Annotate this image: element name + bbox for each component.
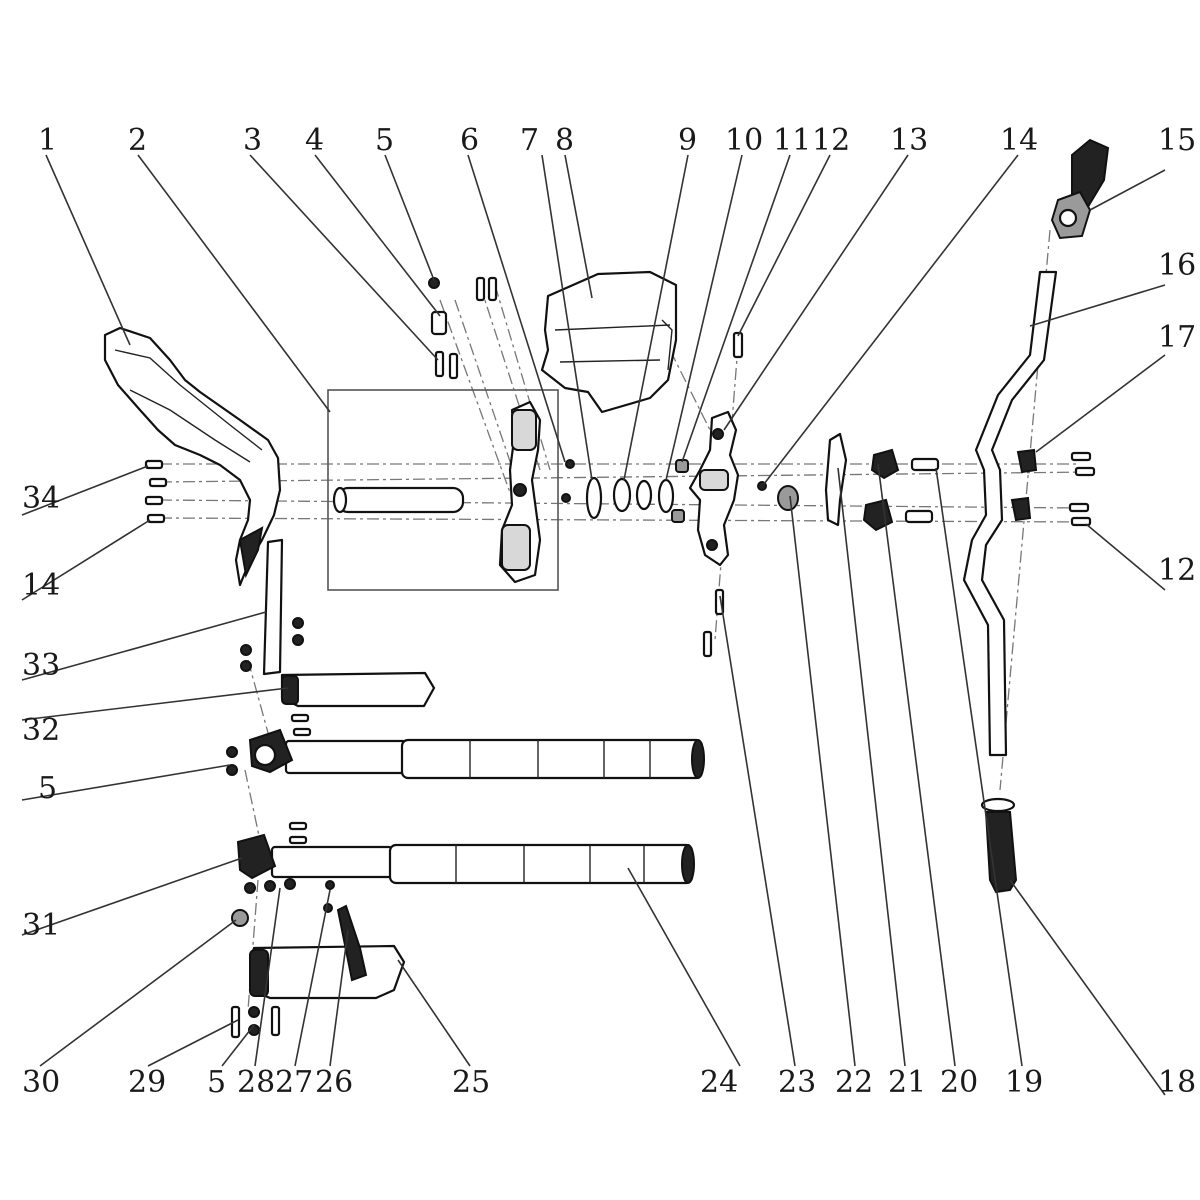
label-8: 8	[555, 123, 574, 158]
nut-11-lower-part	[671, 509, 685, 523]
label-26: 26	[315, 1065, 353, 1100]
label-21: 21	[888, 1065, 926, 1100]
pin-19-part	[910, 457, 940, 472]
bolt-12-part	[732, 331, 744, 359]
bar-clamp-upper-part	[1010, 448, 1096, 527]
label-5-bottom: 5	[207, 1065, 226, 1100]
lower-fork-guard-part	[249, 904, 406, 1000]
front-fender-part	[103, 326, 282, 587]
label-27: 27	[275, 1065, 313, 1100]
label-13: 13	[890, 123, 928, 158]
label-25: 25	[452, 1065, 490, 1100]
label-19: 19	[1005, 1065, 1043, 1100]
label-12-right: 12	[1158, 553, 1196, 588]
label-24: 24	[700, 1065, 738, 1100]
lower-fork-leg-part	[236, 833, 695, 885]
plate-21-part	[824, 432, 848, 527]
bearing-rings-part	[585, 476, 675, 520]
label-30: 30	[22, 1065, 60, 1100]
fender-screws-part	[144, 459, 168, 524]
label-2: 2	[128, 123, 147, 158]
small-nut-part	[565, 459, 575, 469]
label-22: 22	[835, 1065, 873, 1100]
left-grip-part	[980, 797, 1018, 894]
small-nut-lower-part	[561, 493, 571, 503]
pin-19-lower-part	[904, 509, 934, 524]
label-4: 4	[305, 123, 324, 158]
throttle-grip-part	[1050, 138, 1110, 240]
label-12: 12	[812, 123, 850, 158]
fork-bolts-part	[226, 617, 335, 1039]
number-plate-part	[540, 270, 678, 414]
label-31: 31	[22, 908, 60, 943]
top-bolts-part	[428, 276, 498, 380]
label-17: 17	[1158, 320, 1196, 355]
label-11: 11	[773, 123, 811, 158]
label-1: 1	[38, 123, 57, 158]
label-20: 20	[940, 1065, 978, 1100]
label-5-left: 5	[38, 771, 57, 806]
label-10: 10	[725, 123, 763, 158]
label-16: 16	[1158, 248, 1196, 283]
triple-clamp-assembly-part	[327, 389, 559, 591]
label-6: 6	[460, 123, 479, 158]
label-14: 14	[1000, 123, 1038, 158]
label-18: 18	[1158, 1065, 1196, 1100]
label-9: 9	[678, 123, 697, 158]
label-34: 34	[22, 481, 60, 516]
label-14-left: 14	[22, 568, 60, 603]
upper-triple-clamp-part	[688, 410, 740, 567]
cap-22-part	[777, 485, 799, 511]
upper-fork-leg-part	[248, 728, 705, 780]
leader-lines	[21, 154, 1166, 1096]
label-28: 28	[237, 1065, 275, 1100]
label-33: 33	[22, 648, 60, 683]
label-7: 7	[520, 123, 539, 158]
bolt-23-lower-part	[702, 630, 713, 658]
label-3: 3	[243, 123, 262, 158]
label-5: 5	[375, 123, 394, 158]
label-23: 23	[778, 1065, 816, 1100]
label-32: 32	[22, 713, 60, 748]
callout-labels: 1 2 3 4 5 6 7 8 9 10 11 12 13 14 15 16 1…	[22, 123, 1196, 1100]
label-15: 15	[1158, 123, 1196, 158]
label-29: 29	[128, 1065, 166, 1100]
upper-fork-guard-part	[280, 671, 436, 708]
axle-tube-part	[262, 538, 284, 676]
